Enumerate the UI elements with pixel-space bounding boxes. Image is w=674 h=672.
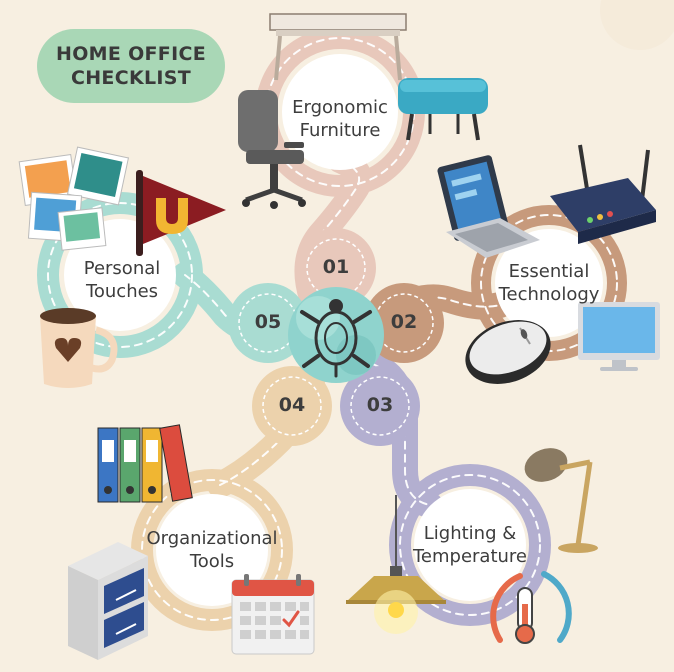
topic-label-personal: Personal Touches [83,258,161,302]
topic-circle-organizational [156,494,268,606]
pennant-icon [136,170,226,256]
binders-icon [97,424,193,503]
step-number-03: 03 [366,394,394,416]
title-badge: HOME OFFICE CHECKLIST [37,29,225,103]
ottoman-icon [398,78,488,141]
topic-label-ergonomic: Ergonomic Furniture [292,97,388,141]
number-node-03 [340,366,420,446]
title-line-2: CHECKLIST [70,67,191,89]
topic-label-technology: Essential Technology [498,261,600,305]
calendar-icon [231,574,315,655]
desk-icon [269,13,407,81]
mouse-icon [465,320,551,384]
topic-circle-ergonomic [282,54,398,170]
step-number-04: 04 [278,394,306,416]
pendant-lamp-icon [346,495,446,634]
mug-icon [40,308,118,388]
laptop-icon [437,155,540,258]
desk-lamp-icon [524,448,598,553]
number-node-02 [364,283,444,363]
step-number-01: 01 [322,256,350,278]
office-chair-icon [238,90,306,209]
step-number-02: 02 [390,311,418,333]
router-icon [550,144,656,244]
topic-label-lighting: Lighting & Temperature [412,523,528,567]
turtle-emblem-icon [288,287,384,383]
topic-label-organizational: Organizational Tools [146,528,278,572]
topic-circle-lighting [414,489,526,601]
thermostat-icon [490,571,572,644]
topic-circle-technology [495,229,603,337]
step-number-05: 05 [254,311,282,333]
file-cabinet-icon [68,542,148,660]
title-line-1: HOME OFFICE [56,43,206,65]
number-node-04 [252,366,332,446]
monitor-icon [578,302,660,371]
photos-icon [18,146,130,251]
